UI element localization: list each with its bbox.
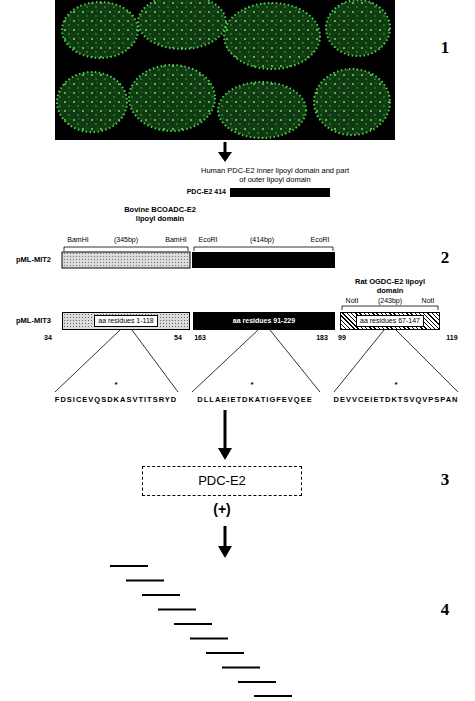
residue-number: 163 — [194, 334, 206, 342]
pdc-domain-box: aa residues 91-229 — [193, 312, 335, 330]
restriction-site: BamHI — [67, 236, 88, 244]
callout-number: 4 — [441, 600, 450, 620]
domain-caption: Rat OGDC-E2 lipoyl domain — [355, 277, 425, 295]
pdc-insert-box — [192, 252, 335, 268]
box-text: aa residues 91-229 — [230, 316, 298, 326]
residue-number: 34 — [44, 334, 52, 342]
ogdc-domain-box: aa residues 67-147 — [340, 312, 440, 330]
callout-number: 1 — [441, 38, 450, 58]
callout-number: 3 — [441, 470, 450, 490]
bcoadc-insert-box — [62, 252, 190, 268]
flow-arrow — [218, 142, 232, 162]
residue-number: 183 — [316, 334, 328, 342]
restriction-site: BamHI — [165, 236, 186, 244]
residue-number: 54 — [174, 334, 182, 342]
residue-number: 99 — [338, 334, 346, 342]
reactivity-sign: (+) — [213, 501, 231, 518]
box-text: aa residues 1-118 — [94, 315, 158, 327]
peptide-sequence: DEVVCEIETDKTSVQVPSPAN — [333, 395, 458, 404]
peptide-lines — [110, 566, 292, 696]
construct-caption: Human PDC-E2 inner lipoyl domain and par… — [200, 166, 350, 184]
restriction-site: EcoRI — [198, 236, 217, 244]
cell-speckles — [57, 0, 390, 138]
cell-bodies — [57, 0, 390, 138]
restriction-site: NotI — [346, 297, 359, 305]
fragment-size: (243bp) — [378, 297, 402, 305]
domain-caption: Bovine BCOADC-E2 lipoyl domain — [115, 205, 205, 223]
residue-number: 119 — [446, 334, 457, 342]
restriction-site: EcoRI — [310, 236, 329, 244]
lipoyl-lysine-mark: * — [250, 380, 253, 390]
sequence-leader-lines — [55, 330, 458, 392]
box-text: PDC-E2 — [198, 474, 246, 489]
fragment-size: (345bp) — [114, 236, 138, 244]
plasmid-name: pML-MIT3 — [16, 316, 51, 325]
fragment-size: (414bp) — [250, 236, 274, 244]
construct-name: PDC-E2 414 — [187, 188, 226, 196]
callout-number: 2 — [441, 248, 450, 268]
plasmid-name: pML-MIT2 — [16, 255, 51, 264]
restriction-site: NotI — [422, 297, 435, 305]
fluorescence-micrograph — [55, 0, 395, 140]
flow-arrow — [218, 410, 232, 460]
lipoyl-lysine-mark: * — [394, 380, 397, 390]
peptide-sequence: FDSICEVQSDKASVTITSRYD — [55, 395, 177, 404]
pdc-e2-bar — [230, 188, 330, 197]
box-text: aa residues 67-147 — [356, 315, 424, 327]
peptide-sequence: DLLAEIETDKATIGFEVQEE — [197, 395, 312, 404]
bcoadc-domain-box: aa residues 1-118 — [62, 312, 190, 330]
antigen-box: PDC-E2 — [142, 466, 302, 496]
lipoyl-lysine-mark: * — [114, 380, 117, 390]
flow-arrow — [218, 526, 232, 558]
